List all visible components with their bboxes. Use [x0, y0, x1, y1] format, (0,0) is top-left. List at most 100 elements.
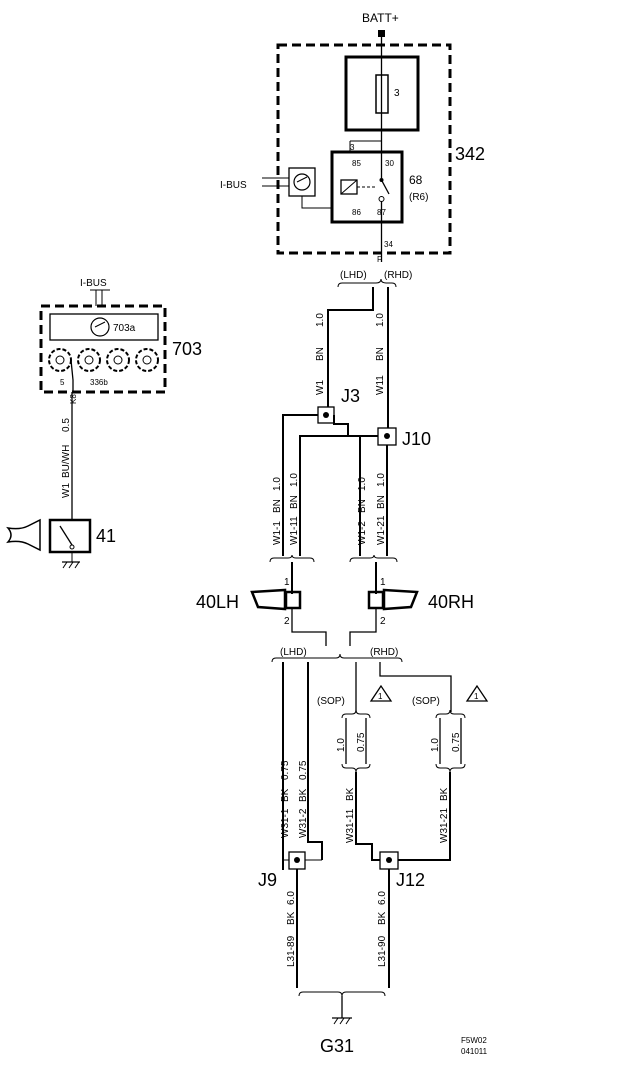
- horn-rh-connector: [349, 554, 398, 563]
- svg-text:W31-1: W31-1: [280, 808, 291, 838]
- component-41-label: 41: [96, 526, 116, 546]
- lhd-label-bottom: (LHD): [280, 647, 307, 658]
- ibus-module-icon: [293, 173, 311, 191]
- footer-code-1: F5W02: [461, 1036, 487, 1045]
- horn-lh-ground-wire: [291, 608, 327, 646]
- horn-symbol-icon: [6, 518, 41, 552]
- wire-w1-11: [299, 435, 378, 556]
- svg-text:1.0: 1.0: [430, 738, 441, 752]
- component-41: 41: [6, 518, 116, 569]
- component-703: I-BUS 703 703a 5 336b: [39, 278, 202, 394]
- c703-bus-label: I-BUS: [80, 278, 107, 289]
- sop-variant-right: (SOP) 1 1.0 0.75: [412, 684, 489, 773]
- ibus-label: I-BUS: [220, 180, 247, 191]
- splice-j12-label: J12: [396, 870, 425, 890]
- warning-note-icon: [465, 684, 489, 702]
- wire-rhd-sop-branch: [379, 662, 452, 712]
- splice-j3-label: J3: [341, 386, 360, 406]
- footer-code-2: 041011: [461, 1047, 488, 1056]
- horn-rh-pin1: 1: [380, 577, 386, 588]
- svg-text:0.5: 0.5: [61, 418, 72, 432]
- horn-rh-pin2: 2: [380, 616, 386, 627]
- horn-switch-box: [48, 518, 92, 554]
- svg-text:W1-1: W1-1: [272, 521, 283, 545]
- lhd-label-top: (LHD): [340, 270, 367, 281]
- svg-text:1.0: 1.0: [289, 473, 300, 487]
- svg-text:W31-21: W31-21: [439, 808, 450, 843]
- coil-icon: [135, 348, 159, 372]
- svg-text:W31-11: W31-11: [345, 808, 356, 843]
- horn-rh-ground-wire: [349, 608, 377, 646]
- wire-w1-2: [333, 415, 361, 556]
- battery-feed: BATT+: [362, 11, 399, 75]
- ground-g31-label: G31: [320, 1036, 354, 1056]
- splice-j10-label: J10: [402, 429, 431, 449]
- wire-w1-bn: [327, 287, 374, 407]
- svg-text:BN: BN: [357, 499, 368, 513]
- horn-lh-pin1: 1: [284, 577, 290, 588]
- svg-text:1.0: 1.0: [272, 477, 283, 491]
- c703-sub-b: 336b: [90, 378, 108, 387]
- splice-j9: J9: [258, 851, 322, 890]
- c703a-module: [49, 313, 159, 341]
- c703-sub-a: 703a: [113, 323, 136, 334]
- svg-text:BK: BK: [377, 911, 388, 925]
- svg-text:BK: BK: [439, 787, 450, 801]
- coil-icon: [77, 348, 101, 372]
- horn-40rh: 1 40RH 2: [367, 577, 474, 627]
- svg-text:6.0: 6.0: [377, 891, 388, 905]
- horn-rh-label: 40RH: [428, 592, 474, 612]
- svg-text:W31-2: W31-2: [298, 808, 309, 838]
- svg-text:BK: BK: [345, 787, 356, 801]
- wire-w31-2: [307, 662, 323, 860]
- coil-icon: [106, 348, 130, 372]
- svg-text:W11: W11: [375, 375, 386, 395]
- svg-text:W1-11: W1-11: [289, 516, 300, 545]
- sop-left-label: (SOP): [317, 696, 345, 707]
- svg-text:0.75: 0.75: [451, 732, 462, 752]
- batt-label: BATT+: [362, 11, 399, 25]
- relay-box: [330, 150, 404, 224]
- switch-icon: [59, 525, 73, 546]
- fuse-number: 3: [394, 88, 400, 99]
- svg-text:0.75: 0.75: [356, 732, 367, 752]
- svg-text:L31-90: L31-90: [377, 935, 388, 967]
- svg-text:BN: BN: [375, 347, 386, 361]
- relay-pin-86: 86: [352, 208, 361, 217]
- component-342-label: 342: [455, 144, 485, 164]
- batt-terminal: [378, 30, 385, 37]
- svg-text:0.75: 0.75: [298, 760, 309, 780]
- horn-lh-label: 40LH: [196, 592, 239, 612]
- coil-icon: [48, 348, 72, 372]
- sop-variant-left: (SOP) 1 1.0 0.75: [317, 684, 393, 773]
- splice-j10: J10: [377, 427, 431, 449]
- svg-text:BN: BN: [315, 347, 326, 361]
- horn-40lh: 1 40LH 2: [196, 577, 302, 627]
- svg-text:1.0: 1.0: [336, 738, 347, 752]
- wire-w31-11: [355, 772, 380, 861]
- horn-lh-pin2: 2: [284, 616, 290, 627]
- splice-j3: J3: [317, 386, 360, 424]
- svg-text:W1: W1: [315, 380, 326, 395]
- c703a-icon: [90, 317, 110, 337]
- component-703-label: 703: [172, 339, 202, 359]
- svg-text:BN: BN: [272, 499, 283, 513]
- harness-connector: [337, 278, 397, 288]
- relay-pin-85: 85: [352, 159, 361, 168]
- svg-text:0.75: 0.75: [280, 760, 291, 780]
- pin-F-label: F: [377, 255, 382, 264]
- splice-j12: J12: [379, 851, 425, 890]
- svg-text:BN: BN: [289, 495, 300, 509]
- sop-right-note: 1: [474, 692, 479, 701]
- ground-connector: [271, 653, 403, 663]
- relay-pin-30: 30: [385, 159, 394, 168]
- horn-lh-connector: [269, 554, 315, 563]
- svg-text:BK: BK: [286, 911, 297, 925]
- svg-text:W1-2: W1-2: [357, 521, 368, 545]
- svg-text:1.0: 1.0: [315, 313, 326, 327]
- pin-34-label: 34: [384, 240, 393, 249]
- svg-text:BU/WH: BU/WH: [61, 445, 72, 478]
- horn-lh-icon: [250, 588, 287, 611]
- splice-j9-label: J9: [258, 870, 277, 890]
- wire-w31-21: [398, 772, 451, 861]
